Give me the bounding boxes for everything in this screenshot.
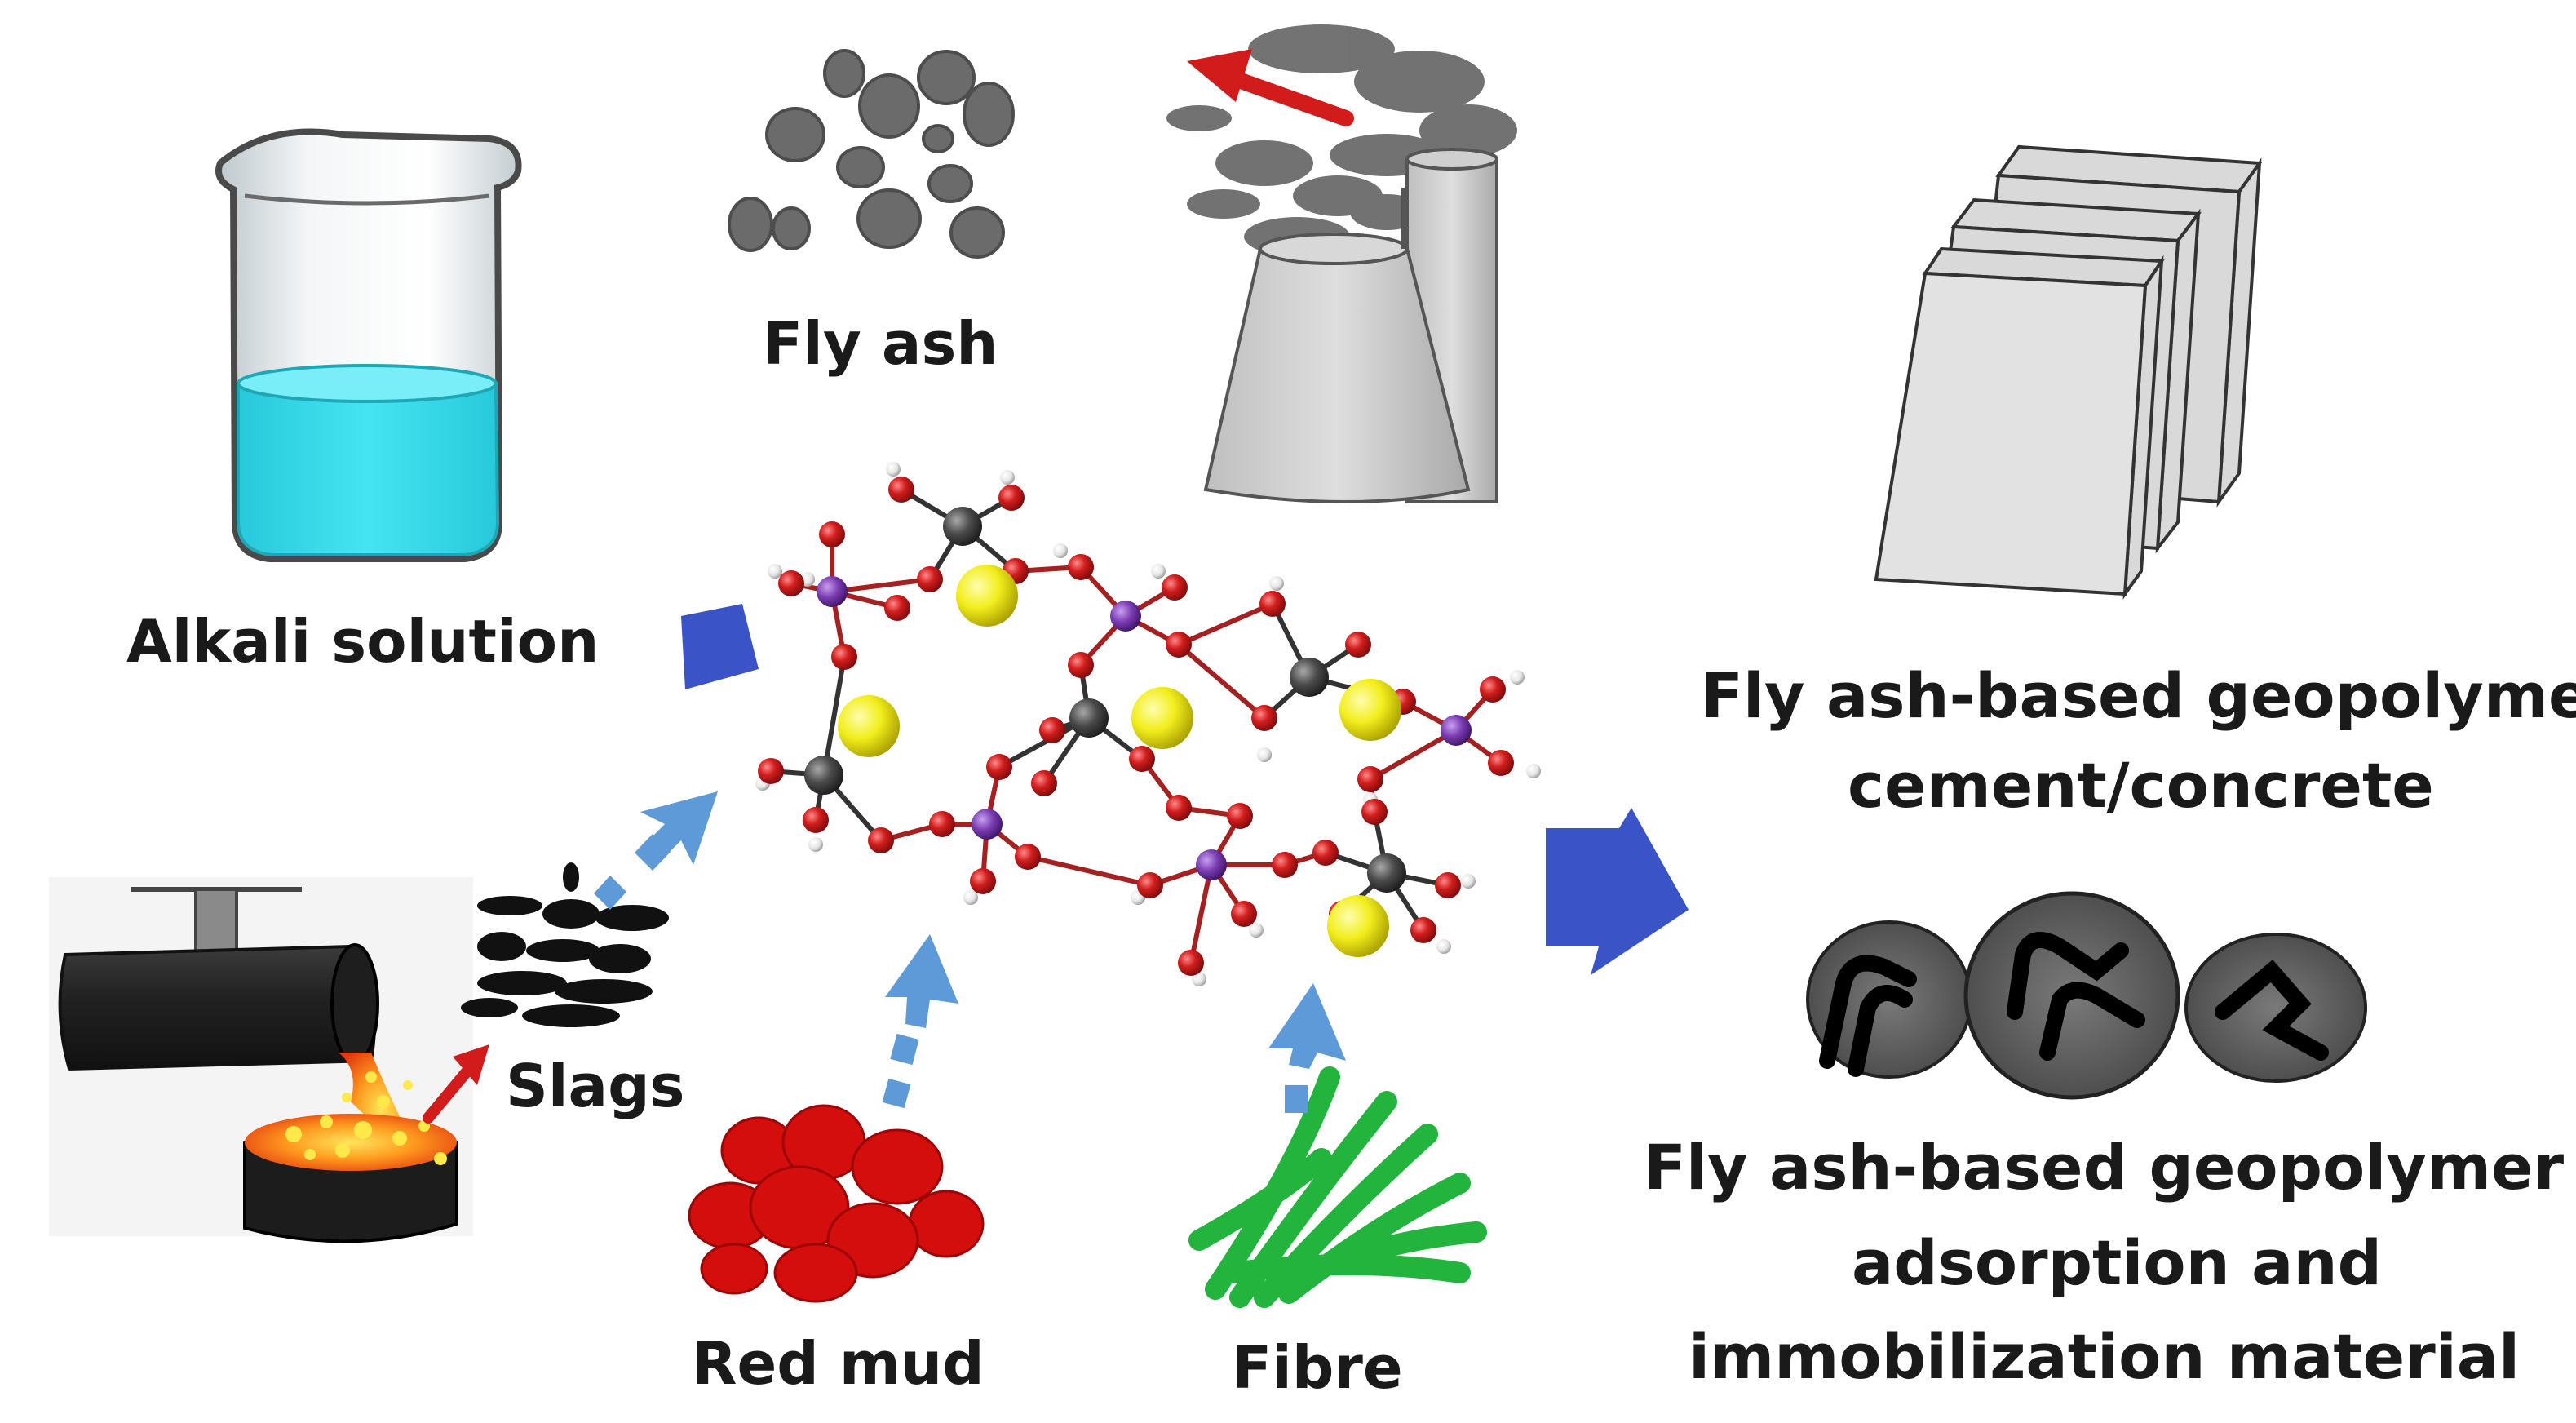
cation-sphere <box>1131 687 1193 749</box>
oxygen-atom <box>1259 591 1286 617</box>
oxygen-atom <box>888 477 914 503</box>
cation-sphere <box>838 695 900 757</box>
slags-label: Slags <box>506 1052 685 1120</box>
aluminium-atom <box>1441 715 1472 746</box>
power-plant-icon <box>1166 24 1517 503</box>
oxygen-atom <box>1251 705 1277 731</box>
aluminium-atom <box>817 576 848 607</box>
oxygen-atom <box>1137 872 1163 898</box>
cation-sphere <box>1327 895 1389 957</box>
oxygen-atom <box>1031 770 1057 796</box>
fly-ash-label: Fly ash <box>763 309 998 378</box>
oxygen-atom <box>1435 872 1461 898</box>
oxygen-atom <box>1231 901 1257 927</box>
oxygen-atom <box>1068 554 1094 580</box>
geopolymer-network-icon <box>755 462 1541 986</box>
oxygen-atom <box>998 485 1025 511</box>
oxygen-atom <box>831 644 857 670</box>
oxygen-atom <box>1166 795 1192 821</box>
slag-pieces-icon <box>461 862 669 1027</box>
cement-title-line2: cement/concrete <box>1848 749 2434 822</box>
beaker-icon <box>215 128 522 562</box>
cement-title-line1: Fly ash-based geopolymer <box>1701 659 2576 732</box>
hydrogen-atom <box>886 462 901 477</box>
oxygen-atom <box>1345 632 1371 658</box>
oxygen-atom <box>868 827 894 853</box>
oxygen-atom <box>986 754 1012 780</box>
hydrogen-atom <box>1192 972 1206 986</box>
hydrogen-atom <box>1053 543 1068 558</box>
hydrogen-atom <box>1436 939 1451 954</box>
oxygen-atom <box>1039 717 1065 743</box>
aluminium-atom <box>972 809 1003 840</box>
alkali-solution-label: Alkali solution <box>126 607 600 676</box>
adsorption-discs-icon <box>1806 891 2367 1100</box>
silicon-atom <box>804 756 843 795</box>
blue-block-icon <box>681 604 759 689</box>
adsorption-title-line1: Fly ash-based geopolymer <box>1644 1131 2565 1204</box>
oxygen-atom <box>1129 746 1155 772</box>
red-mud-icon <box>688 1104 985 1303</box>
hydrogen-atom <box>1249 923 1264 938</box>
oxygen-atom <box>917 566 943 592</box>
hydrogen-atom <box>1000 470 1015 485</box>
silicon-atom <box>943 507 982 546</box>
hydrogen-atom <box>1510 670 1525 685</box>
oxygen-atom <box>1312 840 1339 866</box>
oxygen-atom <box>1162 574 1188 601</box>
oxygen-atom <box>1480 676 1506 703</box>
hydrogen-atom <box>1461 874 1476 889</box>
fibre-label: Fibre <box>1232 1333 1403 1402</box>
hydrogen-atom <box>768 564 782 579</box>
hydrogen-atom <box>1257 747 1272 762</box>
oxygen-atom <box>1361 799 1388 825</box>
oxygen-atom <box>803 807 829 833</box>
oxygen-atom <box>970 868 996 894</box>
adsorption-title-line2: adsorption and <box>1852 1226 2382 1299</box>
hydrogen-atom <box>1151 564 1166 579</box>
hydrogen-atom <box>963 890 978 905</box>
adsorption-title-line3: immobilization material <box>1689 1320 2521 1393</box>
oxygen-atom <box>1410 917 1436 943</box>
aluminium-atom <box>1196 849 1227 880</box>
cation-sphere <box>956 565 1018 627</box>
dashed-arrow-fibre <box>1268 983 1346 1113</box>
cation-sphere <box>1339 679 1401 741</box>
fly-ash-particles-icon <box>728 49 1015 259</box>
hydrogen-atom <box>1269 576 1284 591</box>
oxygen-atom <box>1068 652 1094 678</box>
furnace-ladle-icon <box>49 877 489 1243</box>
dashed-arrow-slag <box>594 791 718 910</box>
oxygen-atom <box>1272 852 1298 878</box>
oxygen-atom <box>819 521 845 547</box>
oxygen-atom <box>929 811 955 837</box>
oxygen-atom <box>758 758 784 784</box>
oxygen-atom <box>1166 632 1192 658</box>
oxygen-atom <box>884 595 910 621</box>
dashed-arrow-red-mud <box>882 934 958 1109</box>
oxygen-atom <box>778 570 804 596</box>
oxygen-atom <box>1015 844 1041 870</box>
oxygen-atom <box>1227 803 1253 829</box>
concrete-blocks-icon <box>1874 144 2263 600</box>
oxygen-atom <box>1488 750 1514 776</box>
hydrogen-atom <box>808 837 823 852</box>
silicon-atom <box>1290 658 1329 697</box>
fibre-icon <box>1188 1066 1487 1308</box>
big-arrow-icon <box>1546 808 1689 975</box>
oxygen-atom <box>1178 950 1204 976</box>
aluminium-atom <box>1110 601 1141 632</box>
hydrogen-atom <box>1526 764 1541 778</box>
oxygen-atom <box>1357 766 1383 792</box>
red-mud-label: Red mud <box>692 1329 985 1398</box>
silicon-atom <box>1367 853 1406 893</box>
silicon-atom <box>1069 698 1109 738</box>
